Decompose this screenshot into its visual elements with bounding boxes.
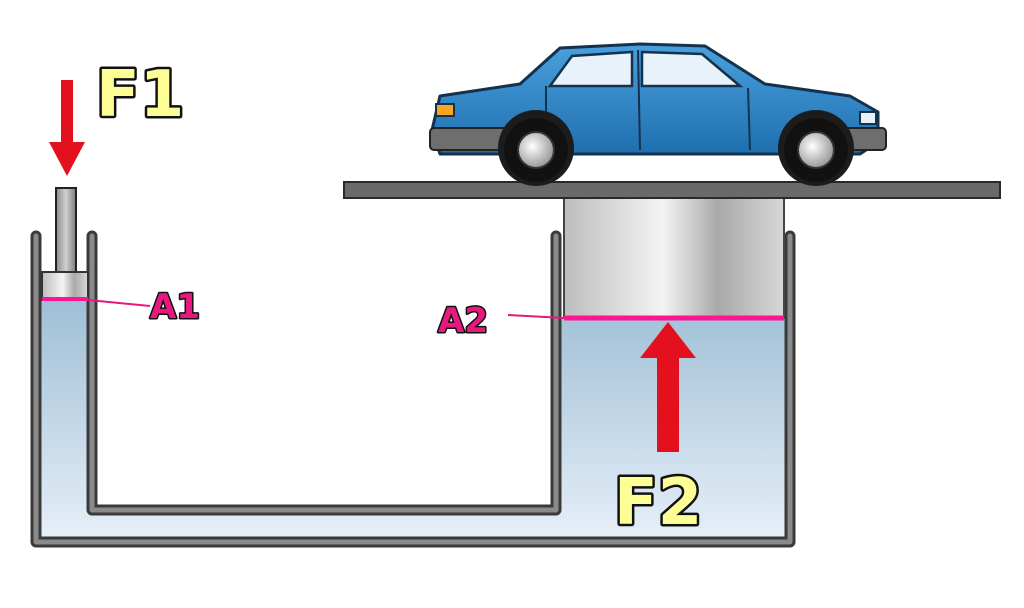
label-a1: A1 (150, 287, 200, 327)
small-piston (41, 187, 89, 301)
force-f2-arrow (640, 322, 696, 452)
area-a1-leader (87, 299, 151, 307)
label-f1: F1 (96, 58, 184, 132)
lift-platform (343, 181, 1001, 199)
label-f2: F2 (614, 466, 702, 540)
force-f1-arrow (49, 80, 85, 176)
car-icon (429, 42, 887, 186)
large-piston (563, 195, 785, 319)
area-a2-leader (507, 314, 565, 319)
hydraulic-fluid (40, 300, 788, 540)
vessel-walls (30, 230, 796, 548)
label-a2: A2 (438, 301, 488, 341)
